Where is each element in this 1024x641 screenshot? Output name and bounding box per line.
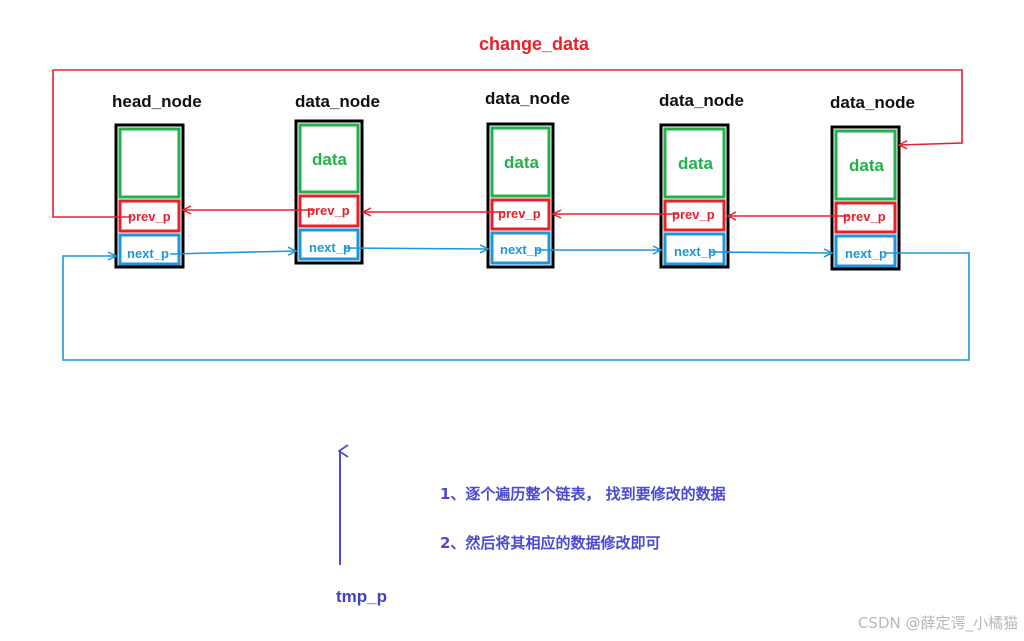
data-label-2: data [504,153,539,172]
prev-loop-arrow [52,69,963,218]
next-arrow-1 [169,251,296,254]
prev-box [118,199,181,233]
next-arrow-4 [709,252,832,253]
tmp-pointer-label: tmp_p [336,587,387,606]
next-box [663,232,726,266]
data-node-4 [830,125,901,271]
data-node-3 [659,123,730,269]
diagram-title: change_data [479,34,590,54]
watermark: CSDN @薛定谔_小橘猫 [857,614,1018,632]
data-label-3: data [678,154,713,173]
next-arrow-2 [344,248,488,249]
node-title-4: data_node [830,93,916,112]
head-node [114,123,185,269]
prev-box [663,199,726,232]
next-label-2: next_p [500,242,542,257]
data-box [834,129,897,201]
next-box [298,228,360,261]
prev-box [298,194,360,228]
data-label-4: data [849,156,884,175]
data-node-1 [294,119,364,265]
data-box [490,126,551,198]
next-label-head: next_p [127,246,169,261]
next-label-4: next_p [845,246,887,261]
prev-box [834,201,897,234]
next-label-3: next_p [674,244,716,259]
next-loop-arrow [62,253,970,361]
data-label-1: data [312,150,347,169]
prev-label-3: prev_p [672,207,715,222]
next-box [118,233,181,266]
next-box [490,231,551,265]
node-title-head: head_node [112,92,202,111]
prev-label-4: prev_p [843,209,886,224]
prev-label-head: prev_p [128,209,171,224]
next-label-1: next_p [309,240,351,255]
prev-box [490,198,551,231]
node-title-3: data_node [659,91,745,110]
prev-label-2: prev_p [498,206,541,221]
step-note-1: 1、逐个遍历整个链表， 找到要修改的数据 [440,485,726,503]
data-node-2 [486,122,555,269]
next-box [834,234,897,268]
data-box [663,127,726,199]
node-title-1: data_node [295,92,381,111]
step-note-2: 2、然后将其相应的数据修改即可 [440,534,661,552]
prev-label-1: prev_p [307,203,350,218]
node-title-2: data_node [485,89,571,108]
data-box [118,127,181,199]
data-box [298,123,360,194]
